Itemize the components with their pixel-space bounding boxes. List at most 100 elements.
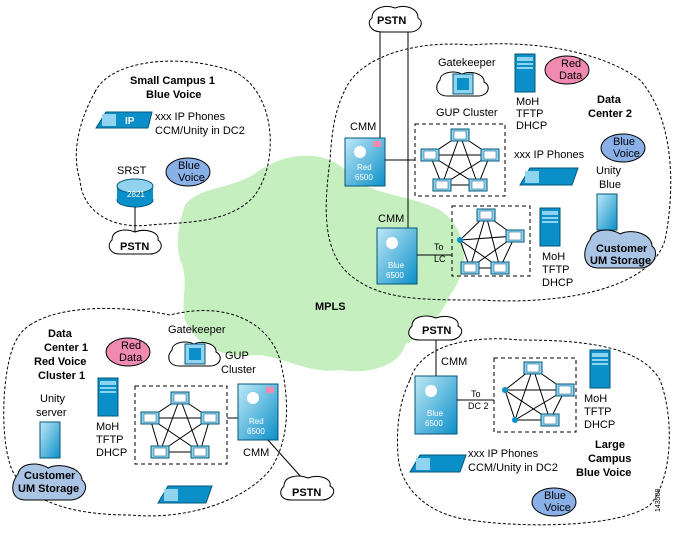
dc2-red-mesh: [420, 128, 500, 192]
dc2-to-lc-2: LC: [434, 254, 446, 264]
dc1-mesh-box: [134, 385, 228, 465]
dc1-moh-3: DHCP: [96, 447, 127, 459]
small-campus-title-1: Small Campus 1: [130, 75, 215, 87]
mesh-node-icon: [432, 178, 452, 192]
dc2-phones: xxx IP Phones: [514, 149, 585, 161]
dc1-title-3: Red Voice: [34, 356, 86, 368]
dc2-storage-cloud: [584, 229, 656, 269]
dc2-moh: MoH: [516, 96, 539, 108]
mesh-node-icon: [480, 148, 500, 162]
mesh-node-icon: [468, 178, 488, 192]
lc-blue-switch-1: Blue: [427, 409, 444, 418]
blue-voice-badge: [165, 157, 211, 187]
figure-id: 143588: [655, 489, 662, 512]
dc1-title-2: Center 1: [44, 342, 88, 354]
dc1-red-switch-1: Red: [249, 417, 264, 426]
lc-to-dc2-1: To: [471, 389, 481, 399]
lc-pstn-label: PSTN: [422, 325, 451, 337]
unity-server-icon: [596, 193, 618, 231]
dc1-red-data-badge: [105, 337, 151, 367]
dc1-boundary: [3, 307, 287, 517]
dc1-title-4: Cluster 1: [38, 370, 85, 382]
lc-pstn-cloud: [408, 315, 463, 341]
dc2-moh-server-icon: [539, 207, 561, 247]
pstn-small-cloud: [108, 229, 162, 255]
mesh-node-icon: [190, 445, 210, 459]
dc2-ip-phone-icon: [519, 167, 579, 186]
dc1-unity-1: Unity: [40, 393, 66, 405]
dc2-blue-voice-2: Voice: [613, 148, 640, 160]
mesh-node-icon: [200, 411, 220, 425]
dc1-pstn-link: [267, 439, 303, 479]
dc2-storage-2: UM Storage: [590, 255, 651, 267]
lc-moh-3: DHCP: [584, 419, 615, 431]
lc-blue-voice-2: Voice: [544, 502, 571, 514]
dc2-storage-1: Customer: [596, 243, 648, 255]
lc-ip-phone-icon: [409, 454, 467, 473]
mesh-node-icon: [460, 261, 480, 275]
lc-title-2: Campus: [588, 453, 631, 465]
lc-mesh-box: [493, 357, 577, 433]
blue-voice-badge-2: Voice: [178, 172, 205, 184]
dc2-gatekeeper: Gatekeeper: [438, 57, 496, 69]
router-icon: [116, 178, 154, 208]
dc1-pstn-label: PSTN: [292, 487, 321, 499]
lc-blue-voice-badge: [531, 487, 577, 517]
dc1-moh-2: TFTP: [96, 434, 124, 446]
dc1-moh-1: MoH: [96, 421, 119, 433]
mesh-node-icon: [476, 208, 496, 222]
dc1-moh-server-icon: [97, 377, 119, 417]
moh-server-icon: [514, 53, 536, 93]
dc1-red-data-1: Red: [121, 340, 141, 352]
pstn-top-label: PSTN: [377, 15, 406, 27]
red-data-badge: [544, 55, 590, 85]
dc1-gatekeeper: Gatekeeper: [168, 324, 226, 336]
dc2-title-1: Data: [597, 94, 622, 106]
dc1-red-data-2: Data: [119, 352, 143, 364]
ip-label: IP: [125, 116, 135, 127]
lc-mesh: [502, 361, 575, 427]
dc1-gatekeeper-icon: [184, 343, 206, 365]
mesh-node-icon: [450, 128, 470, 142]
dc2-red-switch-2: 6500: [355, 173, 373, 182]
lc-phones-1: xxx IP Phones: [468, 448, 539, 460]
mesh-node-icon: [170, 391, 190, 405]
dc1-storage-2: UM Storage: [18, 483, 79, 495]
dc1-gup-2: Cluster: [221, 364, 256, 376]
dc1-storage-1: Customer: [24, 470, 76, 482]
mesh-node-icon: [490, 261, 510, 275]
mesh-node-icon: [140, 411, 160, 425]
blue-voice-badge-1: Blue: [178, 160, 200, 172]
lc-moh-server-icon: [589, 349, 611, 389]
mesh-node-icon: [150, 445, 170, 459]
mesh-node-icon: [540, 413, 560, 427]
red-6500-switch-icon: [344, 137, 386, 187]
dc2-cmm-bottom: CMM: [378, 213, 404, 225]
blue-6500-switch-icon: [376, 227, 418, 285]
lc-to-dc2-2: DC 2: [468, 401, 489, 411]
pstn-small-label: PSTN: [120, 241, 149, 253]
dc1-gup-1: GUP: [225, 350, 249, 362]
dc2-blue-mesh-box: [451, 205, 531, 277]
lc-moh-1: MoH: [584, 393, 607, 405]
mesh-node-icon: [420, 148, 440, 162]
lc-blue-switch-2: 6500: [425, 419, 443, 428]
lc-blue-voice-1: Blue: [544, 490, 566, 502]
large-campus-boundary: [397, 338, 670, 526]
dc1-red-switch-2: 6500: [247, 427, 265, 436]
dc1-mesh: [140, 391, 220, 459]
dc2-title-2: Center 2: [588, 108, 632, 120]
dc1-storage-cloud: [12, 463, 86, 501]
mpls-label: MPLS: [315, 301, 346, 313]
dc2-blue-switch-1: Blue: [388, 261, 405, 270]
dc2-to-lc-1: To: [434, 242, 444, 252]
dc2-red-switch-1: Red: [357, 163, 372, 172]
dc2-moh2-3: DHCP: [542, 277, 573, 289]
mesh-node-icon: [505, 229, 525, 243]
dc2-blue-mesh: [457, 208, 525, 275]
dc2-moh2-1: MoH: [542, 251, 565, 263]
dc2-red-data-1: Red: [561, 58, 581, 70]
ip-phone-icon: IP: [95, 111, 153, 129]
lc-cmm: CMM: [441, 356, 467, 368]
lc-moh-2: TFTP: [584, 406, 612, 418]
